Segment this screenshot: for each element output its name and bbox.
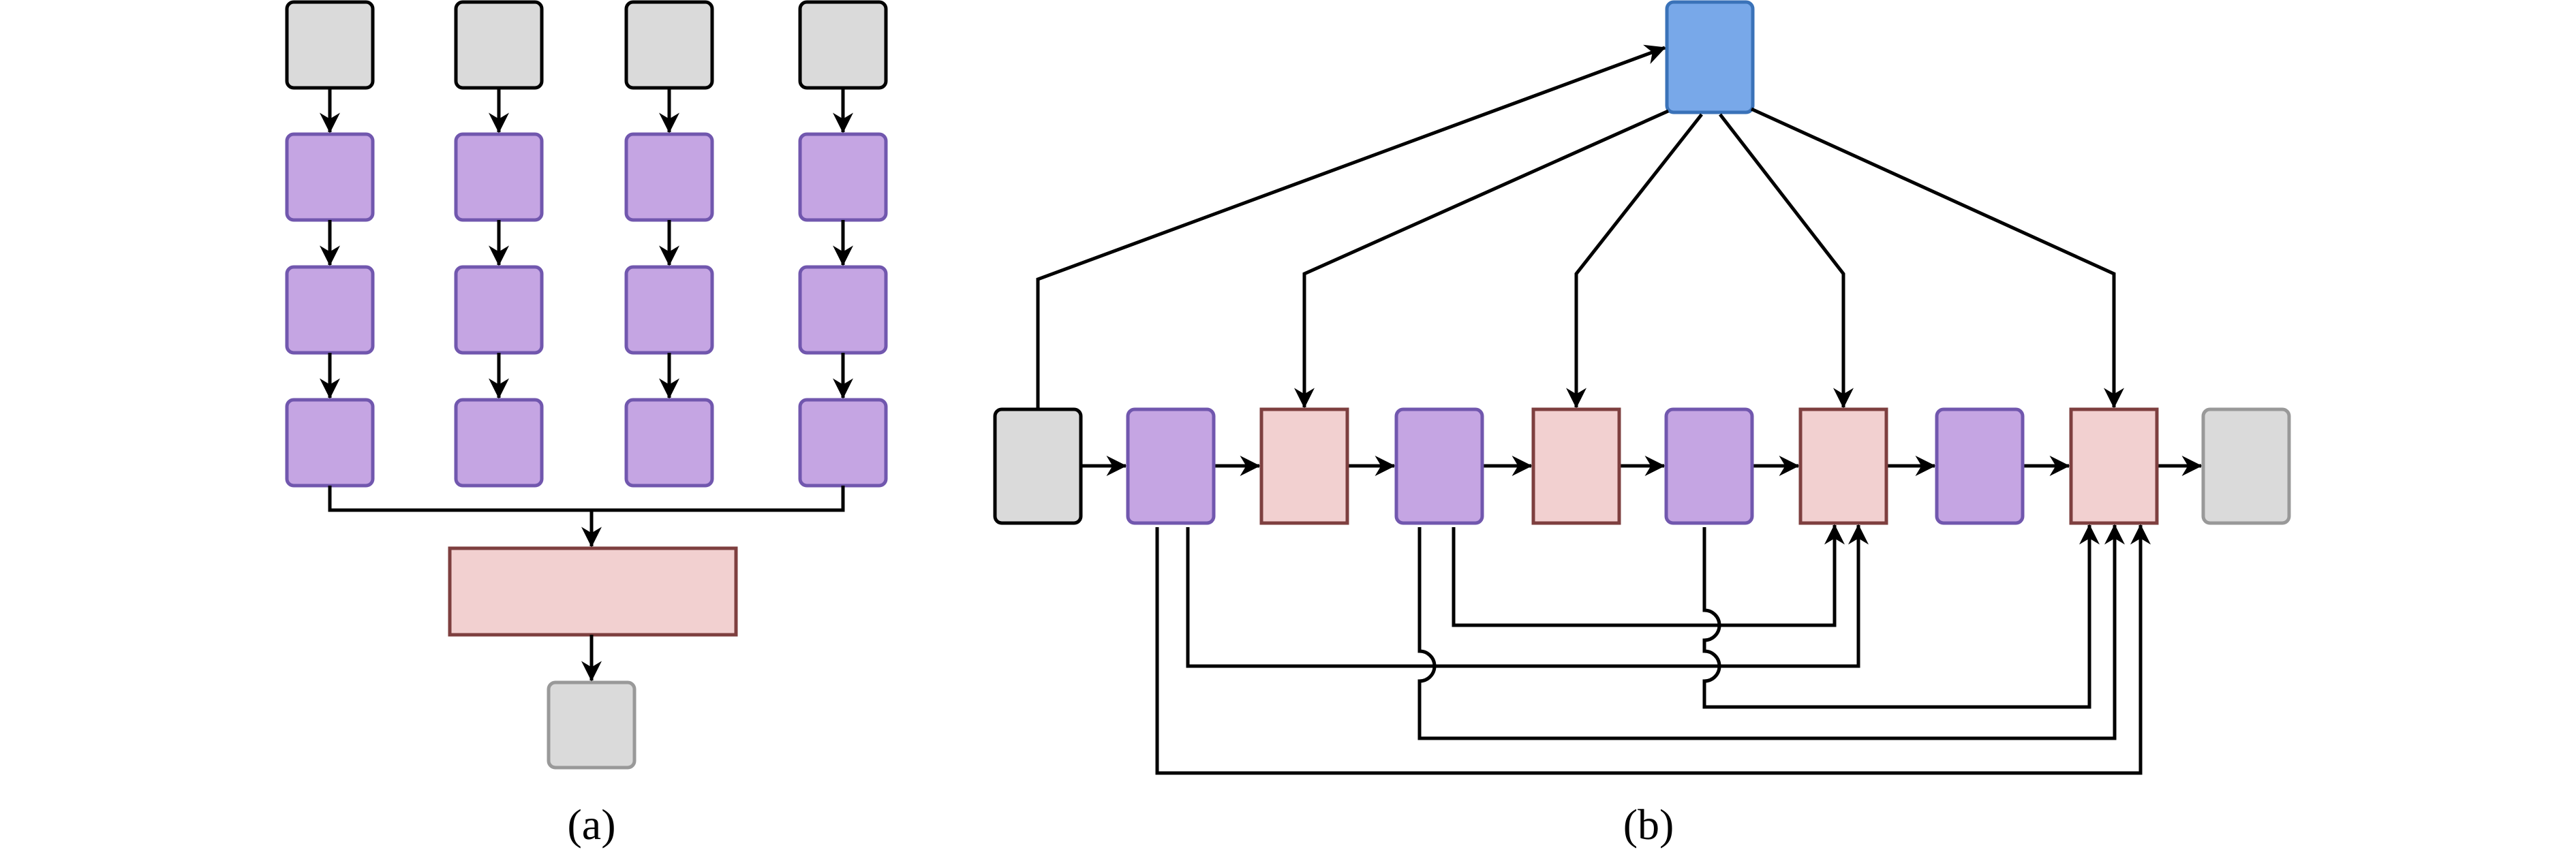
- agent-node-col4-row3: [798, 265, 888, 355]
- aggregate-node-b5: [1531, 407, 1621, 525]
- input-node-col1-row1: [285, 0, 375, 90]
- edge-controller-to-aggregate-1: [1294, 109, 1670, 409]
- aggregate-node-b7: [1798, 407, 1888, 525]
- merge-bus: [328, 486, 845, 512]
- agent-node-col3-row3: [624, 265, 714, 355]
- agent-node-b4: [1394, 407, 1484, 525]
- output-node-a: [547, 680, 637, 770]
- panel-a: [285, 0, 888, 770]
- agent-node-col4-row4: [798, 398, 888, 488]
- agent-node-b8: [1935, 407, 2025, 525]
- aggregate-node-a: [448, 546, 738, 637]
- aggregate-node-b9: [2069, 407, 2159, 525]
- skip-edge-4: [1417, 524, 2125, 740]
- agent-node-col1-row3: [285, 265, 375, 355]
- input-node-col4-row1: [798, 0, 888, 90]
- skip-edge-1: [1452, 524, 1845, 627]
- agent-node-b6: [1664, 407, 1754, 525]
- controller-node: [1665, 0, 1755, 114]
- output-node-b10: [2201, 407, 2291, 525]
- edge-controller-to-aggregate-3: [1719, 113, 1854, 409]
- agent-node-col2-row2: [454, 132, 544, 222]
- edge-input-to-controller: [1036, 44, 1666, 409]
- agent-node-col2-row4: [454, 398, 544, 488]
- skip-edge-5: [1155, 524, 2151, 775]
- agent-node-col2-row3: [454, 265, 544, 355]
- edge-controller-to-aggregate-2: [1566, 113, 1703, 409]
- panel-b: [993, 0, 2291, 775]
- agent-node-col4-row2: [798, 132, 888, 222]
- skip-edge-2: [1186, 524, 1869, 668]
- agent-node-col1-row4: [285, 398, 375, 488]
- caption-b: (b): [1623, 800, 1674, 849]
- input-node-col2-row1: [454, 0, 544, 90]
- edge-controller-to-aggregate-4: [1750, 107, 2124, 409]
- skip-edge-3: [1702, 524, 2100, 709]
- caption-a: (a): [567, 800, 615, 849]
- agent-node-col3-row2: [624, 132, 714, 222]
- input-node-b1: [993, 407, 1083, 525]
- aggregate-node-b3: [1259, 407, 1349, 525]
- agent-node-col3-row4: [624, 398, 714, 488]
- agent-node-b2: [1126, 407, 1216, 525]
- agent-node-col1-row2: [285, 132, 375, 222]
- input-node-col3-row1: [624, 0, 714, 90]
